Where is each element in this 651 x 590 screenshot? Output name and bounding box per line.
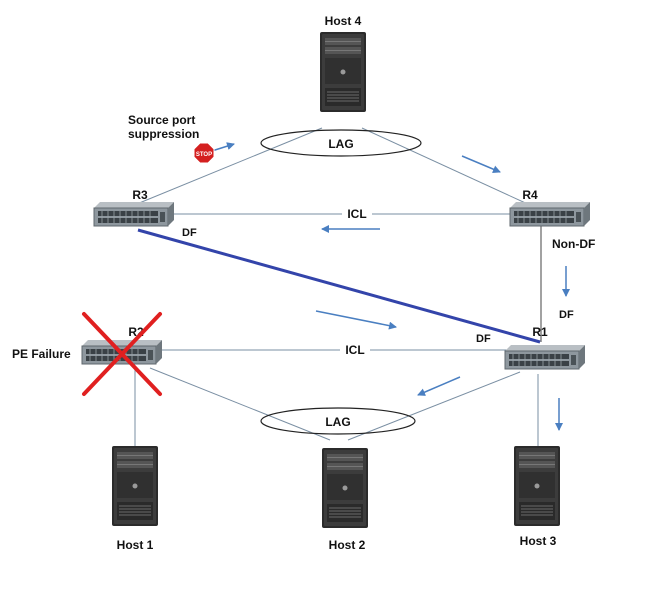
lag-label-bottom: LAG [325, 415, 350, 429]
network-switch-icon [93, 201, 175, 227]
traffic-flow-arrows [195, 142, 570, 431]
lag-ellipse-bottom [260, 407, 416, 435]
host-4-label: Host 4 [325, 14, 362, 28]
router-r4[interactable]: R4 [509, 188, 591, 227]
r1-df-label: DF [476, 333, 491, 345]
link-r3-r1-peer [137, 228, 541, 344]
host-1-label: Host 1 [117, 538, 154, 552]
icl-label-top: ICL [347, 207, 366, 221]
router-r3-label: R3 [132, 188, 148, 202]
source-port-label-line1: Source port [128, 113, 195, 127]
host-3[interactable]: Host 3 [513, 445, 561, 548]
network-switch-icon [509, 201, 591, 227]
red-x-icon [82, 312, 162, 396]
server-tower-icon [111, 445, 159, 527]
host-3-label: Host 3 [520, 534, 557, 548]
host-1[interactable]: Host 1 [111, 445, 159, 552]
stop-sign-text: STOP [196, 152, 212, 158]
host-4[interactable]: Host 4 [319, 14, 367, 113]
flow-arrow-to-r4 [461, 155, 501, 173]
stop-sign-icon: STOP [193, 142, 215, 164]
r4-df-label: DF [559, 309, 574, 321]
host-2[interactable]: Host 2 [321, 447, 369, 552]
r3-df-label: DF [182, 227, 197, 239]
source-port-label-line2: suppression [128, 127, 199, 141]
router-r2[interactable]: R2 [81, 325, 163, 365]
router-r4-label: R4 [522, 188, 538, 202]
router-r3[interactable]: R3 [93, 188, 175, 227]
host-2-label: Host 2 [329, 538, 366, 552]
server-tower-icon [319, 31, 367, 113]
link-r1-host2 [347, 371, 521, 441]
server-tower-icon [321, 447, 369, 529]
flow-arrow-to-lag [417, 376, 461, 396]
lag-ellipse-top [260, 129, 422, 157]
r4-non-df-label: Non-DF [552, 237, 595, 251]
lag-label-top: LAG [328, 137, 353, 151]
flow-arrow-to-r1 [315, 310, 397, 330]
network-switch-icon [504, 344, 586, 370]
link-host4-r3 [131, 127, 323, 207]
router-r1[interactable]: R1 [504, 325, 586, 370]
link-r2-host2 [149, 367, 331, 441]
links [131, 127, 542, 446]
icl-label-bottom: ICL [345, 343, 364, 357]
pe-failure-label: PE Failure [12, 347, 71, 361]
router-r1-label: R1 [532, 325, 548, 339]
link-host4-r4 [361, 127, 533, 207]
server-tower-icon [513, 445, 561, 527]
